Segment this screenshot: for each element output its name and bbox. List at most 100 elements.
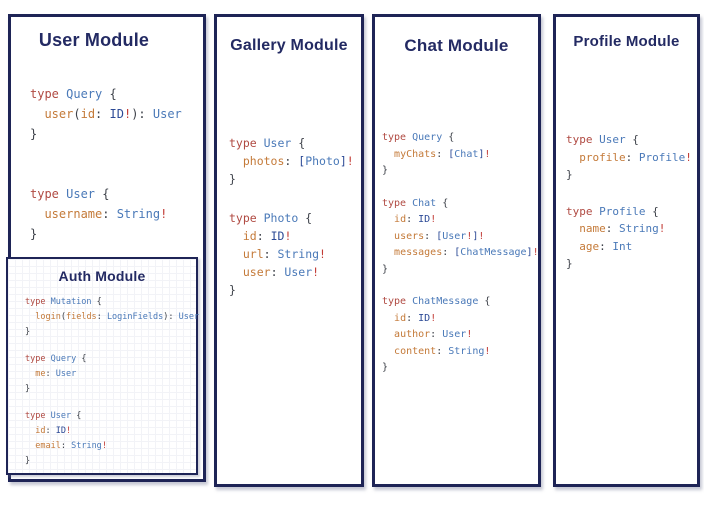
code-token: }	[566, 257, 573, 270]
code-token: :	[599, 239, 613, 253]
code-token: type	[25, 354, 51, 364]
code-token: :	[424, 230, 437, 242]
code-token: }	[25, 456, 31, 466]
code-line: id: ID!	[229, 227, 354, 245]
code-token: ID	[418, 214, 431, 225]
code-line: users: [User!]!	[382, 229, 539, 246]
code-line: }	[25, 325, 199, 340]
code-token: type	[382, 296, 413, 307]
code-line: name: String!	[566, 220, 692, 238]
code-token: :	[96, 312, 107, 322]
profile-module-panel: Profile Module type User { profile: Prof…	[553, 14, 700, 487]
code-token: !	[160, 207, 168, 221]
code-token: {	[81, 354, 87, 364]
code-token: id	[394, 312, 407, 324]
code-token	[382, 346, 394, 357]
code-token: String	[277, 247, 320, 261]
code-line: type Profile {	[566, 203, 692, 221]
code-token	[229, 229, 243, 243]
user-module-title: User Module	[38, 30, 150, 50]
code-token: :	[430, 329, 443, 340]
code-token: !	[123, 107, 132, 121]
code-line: type Chat {	[382, 196, 539, 213]
profile-module-title: Profile Module	[573, 33, 680, 50]
chat-module-title: Chat Module	[404, 36, 509, 55]
code-token: !	[685, 150, 692, 164]
code-line: type Query {	[25, 352, 199, 367]
code-token: [	[436, 230, 443, 242]
code-token: ID	[55, 426, 66, 436]
code-token: :	[45, 426, 56, 436]
code-token: id	[242, 229, 257, 243]
code-token: me	[35, 369, 46, 379]
code-token: {	[298, 136, 306, 150]
code-token: !	[319, 247, 326, 261]
code-block: type Query { myChats: [Chat]!}	[382, 130, 539, 180]
code-line: }	[30, 124, 182, 144]
code-line: profile: Profile!	[566, 149, 692, 167]
code-token: !	[312, 265, 320, 279]
code-line: }	[25, 454, 199, 469]
code-token: }	[382, 263, 389, 275]
auth-module-code: type Mutation { login(fields: LoginField…	[25, 295, 199, 481]
code-token: type	[382, 132, 413, 143]
code-block: type Profile { name: String! age: Int}	[566, 203, 692, 273]
code-token: :	[442, 247, 455, 258]
code-token: String	[116, 207, 161, 221]
code-block: type User { username: String!}	[30, 184, 182, 244]
code-token: myChats	[394, 148, 437, 160]
code-line: user(id: ID!): User	[30, 104, 181, 124]
code-token: :	[406, 312, 419, 324]
code-token	[30, 207, 44, 221]
code-line: type Query {	[382, 130, 539, 147]
code-line: }	[382, 262, 539, 279]
code-token: User	[442, 329, 467, 340]
code-line: id: ID!	[25, 424, 199, 439]
code-token	[382, 247, 394, 258]
code-token: String	[71, 441, 102, 451]
code-line: login(fields: LoginFields): User	[25, 310, 199, 325]
code-token: type	[566, 133, 600, 146]
code-token: :	[284, 154, 299, 168]
code-token: [	[448, 148, 455, 160]
code-line: }	[25, 382, 199, 397]
code-token: ):	[163, 312, 179, 322]
code-line: myChats: [Chat]!	[382, 147, 539, 164]
code-line: }	[566, 255, 692, 273]
code-token: :	[625, 150, 639, 164]
code-block: type Photo { id: ID! url: String! user: …	[229, 209, 354, 299]
code-token: ChatMessage	[412, 296, 485, 307]
code-token: ID	[270, 229, 285, 243]
code-token: user	[242, 265, 271, 279]
code-line: type User {	[30, 184, 182, 204]
code-token: User	[284, 265, 313, 279]
code-token	[566, 151, 579, 164]
code-token: }	[30, 127, 38, 141]
chat-module-panel: Chat Module type Query { myChats: [Chat]…	[372, 14, 541, 487]
code-token	[229, 265, 243, 279]
code-token: {	[102, 187, 110, 201]
code-token: ID	[109, 107, 124, 121]
code-line: }	[229, 170, 354, 188]
code-token: profile	[579, 150, 626, 164]
code-token: {	[76, 411, 82, 421]
code-line: type User {	[25, 409, 199, 424]
code-token: {	[305, 211, 313, 225]
code-token: ]	[478, 148, 485, 160]
code-line: photos: [Photo]!	[229, 152, 354, 170]
code-line: }	[382, 360, 539, 377]
code-line: content: String!	[382, 344, 539, 361]
gallery-module-code: type User { photos: [Photo]!}type Photo …	[229, 134, 354, 320]
code-token	[566, 240, 579, 253]
code-token: ]	[339, 154, 347, 168]
code-token: {	[109, 87, 117, 101]
code-token: !	[478, 230, 485, 242]
code-token: fields	[65, 312, 97, 322]
code-token: !	[284, 229, 292, 243]
code-token	[382, 231, 394, 242]
code-token: type	[382, 197, 413, 209]
code-token: type	[566, 204, 600, 218]
code-token: :	[263, 247, 278, 261]
code-token: Chat	[454, 148, 479, 160]
code-token	[229, 247, 243, 261]
